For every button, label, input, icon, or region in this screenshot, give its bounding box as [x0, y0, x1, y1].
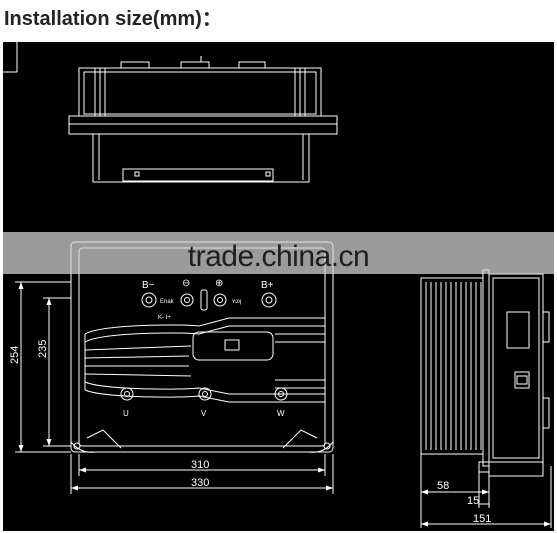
- phase-terminal-w: [274, 387, 288, 401]
- label-minus: ⊖: [182, 278, 190, 289]
- side-view-housing: [420, 269, 550, 477]
- title-bar: Installation size(mm)：: [0, 0, 557, 40]
- watermark-band: [3, 232, 554, 274]
- dim-label-side-body-depth: 58: [437, 480, 449, 492]
- dim-label-side-gap: 15: [467, 495, 479, 507]
- dim-label-outer-width: 330: [191, 477, 209, 489]
- dim-label-inner-width: 310: [191, 459, 209, 471]
- dimension-lines: [15, 281, 552, 528]
- phase-label-v: V: [201, 409, 207, 418]
- label-sub-left: K- I+: [158, 315, 171, 321]
- phase-label-u: U: [123, 409, 129, 418]
- dim-label-outer-height: 254: [9, 346, 21, 364]
- label-b-plus: B+: [261, 280, 274, 291]
- dimension-arrows: [18, 282, 551, 527]
- label-small-left: Enak: [160, 299, 175, 305]
- phase-label-w: W: [277, 409, 285, 418]
- dimension-labels: 310 330 254 235 58 15 151: [9, 340, 491, 525]
- label-plus: ⊕: [215, 278, 223, 289]
- terminal-b-minus: [141, 292, 157, 308]
- terminal-minus: [180, 293, 194, 307]
- label-small-right: ʏɔʞ: [232, 299, 241, 305]
- center-connector: [192, 331, 274, 361]
- technical-drawing-panel: B− ⊖ ⊕ B+ Enak ʏɔʞ K- I+ U V W 310 330 2…: [3, 42, 554, 531]
- corner-marks: [3, 42, 18, 73]
- technical-drawing: B− ⊖ ⊕ B+ Enak ʏɔʞ K- I+ U V W 310 330 2…: [3, 42, 552, 528]
- top-view-housing: [68, 56, 338, 183]
- terminal-center-slot: [200, 289, 208, 311]
- label-b-minus: B−: [142, 280, 155, 291]
- terminal-labels: B− ⊖ ⊕ B+ Enak ʏɔʞ K- I+: [142, 278, 274, 321]
- page-title: Installation size(mm)：: [4, 8, 222, 30]
- dim-label-inner-height: 235: [37, 340, 49, 358]
- terminal-plus: [213, 293, 227, 307]
- watermark-text: trade.china.cn: [187, 240, 370, 273]
- heat-sink-band: [84, 317, 325, 403]
- dim-label-side-total-depth: 151: [473, 513, 491, 525]
- terminal-b-plus: [261, 292, 277, 308]
- phase-labels: U V W: [123, 409, 285, 418]
- phase-terminal-v: [198, 387, 212, 401]
- phase-terminal-u: [120, 387, 134, 401]
